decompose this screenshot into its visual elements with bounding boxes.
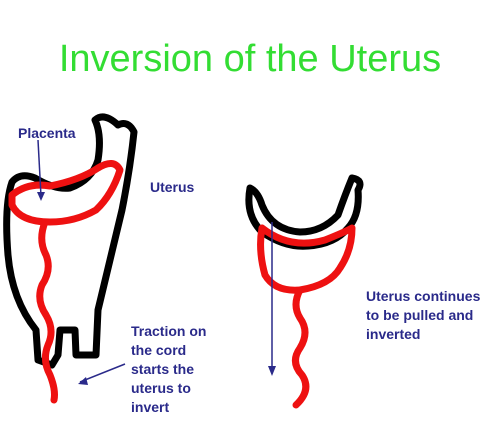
slide-title: Inversion of the Uterus (58, 38, 442, 80)
label-uterus-continues: Uterus continues to be pulled and invert… (366, 288, 481, 342)
left-placenta (8, 160, 124, 226)
label-placenta: Placenta (18, 125, 76, 141)
label-uterus: Uterus (150, 179, 195, 195)
traction-arrow (79, 363, 126, 383)
left-cord (36, 218, 58, 404)
placenta-arrow (37, 139, 42, 197)
traction-arrowhead (78, 377, 88, 385)
pull-arrowhead (268, 366, 276, 376)
right-cord (292, 286, 310, 409)
left-uterus-outline (3, 113, 138, 369)
label-traction: Traction on the cord starts the uterus t… (131, 323, 207, 415)
right-placenta (257, 224, 356, 294)
placenta-arrowhead (37, 192, 45, 201)
